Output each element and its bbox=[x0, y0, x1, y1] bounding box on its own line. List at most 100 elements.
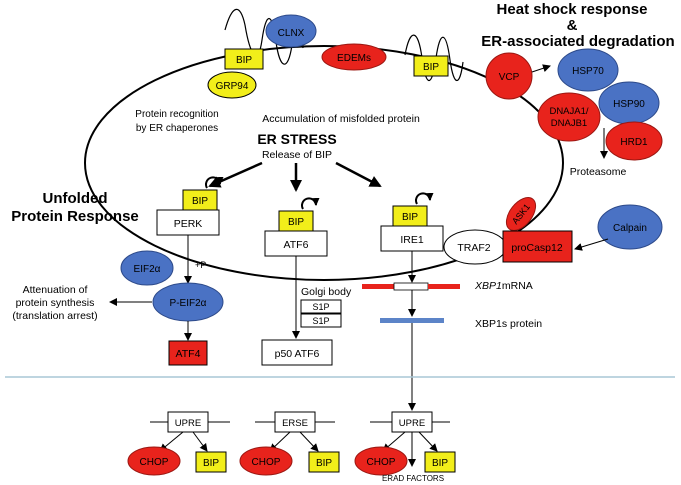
calpain-oval bbox=[597, 204, 663, 250]
bip-label-top-left: BIP bbox=[236, 55, 252, 66]
bip-label-top-right: BIP bbox=[423, 62, 439, 73]
edems-oval bbox=[321, 43, 387, 71]
protein-recognition-line2: by ER chaperones bbox=[136, 123, 218, 134]
bip-box-right bbox=[424, 451, 456, 473]
bip-label-perk: BIP bbox=[192, 196, 208, 207]
traf2-label: TRAF2 bbox=[457, 242, 490, 254]
bip-label-right: BIP bbox=[432, 458, 448, 469]
erse-label: ERSE bbox=[282, 418, 308, 429]
atf6-label: ATF6 bbox=[284, 239, 309, 251]
atf4-box bbox=[168, 340, 208, 366]
xbp1-mrna-bar-left bbox=[362, 284, 394, 289]
attenuation-line3: (translation arrest) bbox=[12, 310, 97, 322]
stress-arrow-left bbox=[208, 161, 263, 188]
procasp12-box bbox=[502, 230, 573, 263]
perk-label: PERK bbox=[174, 218, 203, 230]
vcp-label: VCP bbox=[499, 72, 520, 83]
upre-label-right: UPRE bbox=[399, 418, 425, 429]
vcp-to-hsp70-arrow bbox=[531, 64, 551, 73]
phosphorylation-label: +P bbox=[195, 260, 206, 270]
eif2a-oval bbox=[120, 250, 174, 286]
grp94-oval bbox=[207, 71, 257, 99]
xbp1-italic: XBP1 bbox=[474, 280, 502, 292]
dnaja-oval bbox=[537, 92, 601, 142]
clnx-oval bbox=[265, 14, 317, 48]
calpain-to-procasp12-arrow bbox=[574, 238, 609, 251]
misfolded-accumulation: Accumulation of misfolded protein bbox=[262, 113, 420, 125]
chop-label-right: CHOP bbox=[367, 457, 396, 468]
edems-label: EDEMs bbox=[337, 53, 371, 64]
perk-box bbox=[156, 209, 220, 236]
bip-label-ire1: BIP bbox=[402, 212, 418, 223]
protein-recognition-line1: Protein recognition bbox=[135, 109, 218, 120]
heading-upr: Protein Response bbox=[11, 208, 139, 225]
chop-oval-middle bbox=[239, 446, 293, 476]
bip-box-top-right bbox=[413, 55, 449, 77]
golgi-label: Golgi body bbox=[301, 286, 352, 298]
procasp12-label: proCasp12 bbox=[511, 242, 563, 254]
chop-oval-left bbox=[127, 446, 181, 476]
dnaja-label-line1: DNAJA1/ bbox=[549, 106, 588, 117]
upre-left-to-bip bbox=[192, 431, 208, 452]
erse-box bbox=[274, 411, 316, 433]
release-curl-perk bbox=[205, 176, 224, 189]
xbp1-mrna-intron bbox=[393, 282, 429, 291]
upre-right-to-bip bbox=[418, 431, 438, 452]
release-curl-atf6 bbox=[301, 197, 320, 210]
hsp70-label: HSP70 bbox=[572, 66, 604, 77]
bip-box-left bbox=[195, 451, 227, 473]
upre-label-left: UPRE bbox=[175, 418, 201, 429]
chop-label-middle: CHOP bbox=[252, 457, 281, 468]
clnx-label: CLNX bbox=[278, 28, 305, 39]
attenuation-line1: Attenuation of bbox=[23, 284, 88, 296]
hrd1-oval bbox=[605, 121, 663, 161]
release-of-bip: Release of BIP bbox=[262, 149, 332, 161]
attenuation-line2: protein synthesis bbox=[16, 297, 95, 309]
xbp1-mrna-bar-right bbox=[428, 284, 460, 289]
release-curl-ire1 bbox=[415, 192, 434, 205]
bip-label-middle: BIP bbox=[316, 458, 332, 469]
heading-erad: ER-associated degradation bbox=[481, 33, 674, 50]
grp94-label: GRP94 bbox=[216, 81, 249, 92]
xbp1-mrna-label: XBP1mRNA bbox=[474, 280, 533, 292]
ire1-label: IRE1 bbox=[400, 234, 424, 246]
erse-to-bip bbox=[299, 431, 319, 452]
s1p-label-b: S1P bbox=[312, 316, 329, 326]
bip-box-middle bbox=[308, 451, 340, 473]
s1p-box-a bbox=[300, 299, 342, 314]
hrd1-label: HRD1 bbox=[620, 137, 648, 148]
p50-atf6-label: p50 ATF6 bbox=[275, 348, 320, 360]
bip-box-top-left bbox=[224, 48, 264, 70]
ire1-box bbox=[380, 225, 444, 252]
p-eif2a-label: P-EIF2α bbox=[170, 298, 207, 309]
proteasome-label: Proteasome bbox=[570, 166, 627, 178]
er-membrane bbox=[84, 45, 564, 281]
upre-box-left bbox=[167, 411, 209, 433]
hsp70-oval bbox=[557, 48, 619, 92]
s1p-label-a: S1P bbox=[312, 302, 329, 312]
bip-label-left: BIP bbox=[203, 458, 219, 469]
ask1-oval bbox=[505, 197, 537, 231]
dnaja-label-line2: DNAJB1 bbox=[551, 118, 587, 129]
xbp1-mrna-suffix: mRNA bbox=[502, 280, 533, 292]
xbp1s-protein-label: XBP1s protein bbox=[475, 318, 542, 330]
hsp90-label: HSP90 bbox=[613, 99, 645, 110]
atf4-label: ATF4 bbox=[176, 348, 201, 360]
heading-heat-shock: Heat shock response bbox=[497, 1, 648, 18]
p50-atf6-box bbox=[261, 339, 333, 366]
stress-arrow-right bbox=[335, 161, 382, 188]
eif2a-label: EIF2α bbox=[134, 264, 161, 275]
heading-unfolded: Unfolded bbox=[43, 190, 108, 207]
chop-label-left: CHOP bbox=[140, 457, 169, 468]
heading-ampersand: & bbox=[567, 17, 578, 34]
s1p-box-b bbox=[300, 313, 342, 328]
er-stress-title: ER STRESS bbox=[257, 131, 336, 147]
chop-oval-right bbox=[354, 446, 408, 476]
calpain-label: Calpain bbox=[613, 223, 647, 234]
bip-label-atf6: BIP bbox=[288, 217, 304, 228]
xbp1s-protein-bar bbox=[380, 318, 444, 323]
erad-factors-label: ERAD FACTORS bbox=[382, 474, 444, 483]
vcp-oval bbox=[485, 52, 533, 100]
